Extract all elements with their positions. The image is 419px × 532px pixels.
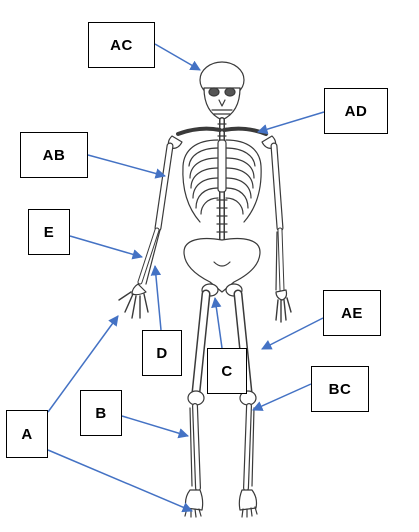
label-ac: AC [88, 22, 155, 68]
label-e: E [28, 209, 70, 255]
right-leg [233, 289, 258, 518]
arrow-a-hand [47, 315, 119, 413]
arrow-e [69, 235, 144, 260]
label-ad: AD [324, 88, 388, 134]
skull [199, 61, 245, 121]
label-ae: AE [323, 290, 381, 336]
arrow-bc [252, 383, 312, 411]
arrow-a-foot [47, 449, 193, 513]
label-b: B [80, 390, 122, 436]
label-bc: BC [311, 366, 369, 412]
left-arm [118, 142, 174, 319]
arrow-ab [87, 154, 167, 179]
pelvis [183, 237, 261, 297]
label-a: A [6, 410, 48, 458]
arrow-c [211, 296, 223, 349]
right-arm [270, 142, 292, 323]
arrow-ae [261, 317, 324, 350]
left-leg [184, 289, 211, 518]
rib-cage [182, 139, 262, 223]
arrow-ac [154, 43, 201, 71]
arrow-b [121, 415, 190, 439]
arrow-ad [256, 111, 325, 135]
label-ab: AB [20, 132, 88, 178]
label-c: C [207, 348, 247, 394]
label-d: D [142, 330, 182, 376]
arrow-d [150, 264, 162, 331]
